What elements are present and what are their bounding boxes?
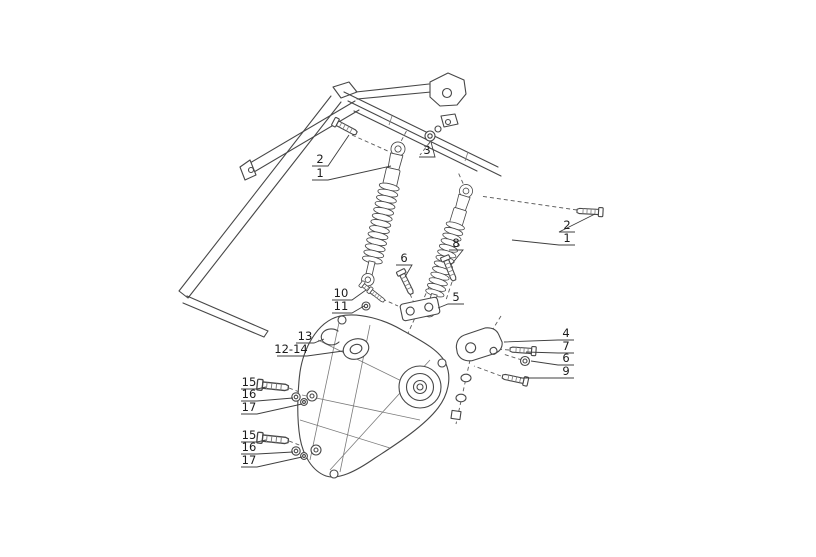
callout-label: 5: [452, 290, 459, 304]
support-bracket: [455, 327, 503, 362]
callout-label: 8: [452, 236, 459, 250]
callout-label: 15: [242, 428, 257, 442]
callout: 1: [511, 231, 575, 246]
callout-label: 7: [562, 339, 569, 353]
bearing-set: [320, 328, 370, 360]
callout-label: 1: [563, 231, 570, 245]
washers-16-17-b: [291, 446, 308, 460]
callout: 8: [449, 236, 464, 266]
callout-label: 6: [562, 351, 569, 365]
callout: 5: [437, 290, 464, 309]
callout-label: 16: [242, 387, 257, 401]
callout: 9: [520, 364, 574, 379]
callout-label: 17: [242, 453, 257, 467]
callout: 6: [530, 351, 574, 366]
callout: 6: [396, 251, 413, 278]
callout-label: 9: [562, 364, 569, 378]
callout-label: 2: [563, 218, 570, 232]
callout: 3: [419, 141, 436, 158]
callout: 12-14: [274, 342, 344, 357]
washers-16-17-a: [291, 392, 308, 406]
bolt-part6-upper: [395, 267, 417, 297]
callout: 1: [312, 165, 392, 181]
callout-label: 13: [298, 329, 313, 343]
callout: 2: [312, 134, 350, 167]
washer-part11: [361, 301, 371, 311]
washer-nut-part3: [424, 125, 442, 142]
washer-part6-right: [519, 355, 531, 367]
callout-label: 4: [562, 326, 569, 340]
callout: 2: [558, 213, 596, 233]
callout-label: 17: [242, 400, 257, 414]
callout: 16: [241, 440, 294, 455]
callout-label: 3: [423, 143, 430, 157]
bolt-part10-b: [366, 286, 387, 305]
callouts: 2 1 3 2 1 8 6 10: [241, 134, 596, 468]
callout-label: 15: [242, 375, 257, 389]
callout: 11: [332, 299, 365, 314]
bolt-part15-a: [256, 378, 290, 394]
shock-absorber-left: [356, 139, 410, 289]
callout-label: 10: [334, 286, 349, 300]
callout-label: 12-14: [274, 342, 307, 356]
callout: 15: [241, 375, 267, 390]
bolt-part15-b: [256, 431, 290, 447]
spacer-washers-center: [450, 373, 472, 421]
circlip: [320, 328, 340, 346]
shock-lower-bracket: [399, 296, 441, 322]
callout-label: 6: [400, 251, 407, 265]
callout: 17: [241, 400, 303, 415]
bolt-shock-upper-left: [330, 116, 360, 138]
swing-arm: [297, 314, 450, 479]
callout: 4: [503, 326, 574, 343]
callout: 7: [525, 339, 574, 354]
bolt-part7: [509, 344, 537, 357]
bolt-part9: [500, 371, 530, 387]
callout: 15: [241, 428, 267, 443]
bearing: [342, 338, 370, 360]
swing-arm-hub: [398, 365, 442, 409]
callout: 10: [332, 286, 367, 301]
bolt-shock-upper-right: [576, 205, 604, 218]
callout: 16: [241, 387, 294, 402]
callout: 13: [296, 329, 325, 344]
callout-label: 16: [242, 440, 257, 454]
frame-top-bracket: [429, 72, 467, 128]
callout-label: 11: [334, 299, 349, 313]
callout-label: 2: [316, 152, 323, 166]
frame-tubes: [178, 72, 502, 338]
callout-label: 1: [316, 166, 323, 180]
callout: 17: [241, 453, 303, 468]
